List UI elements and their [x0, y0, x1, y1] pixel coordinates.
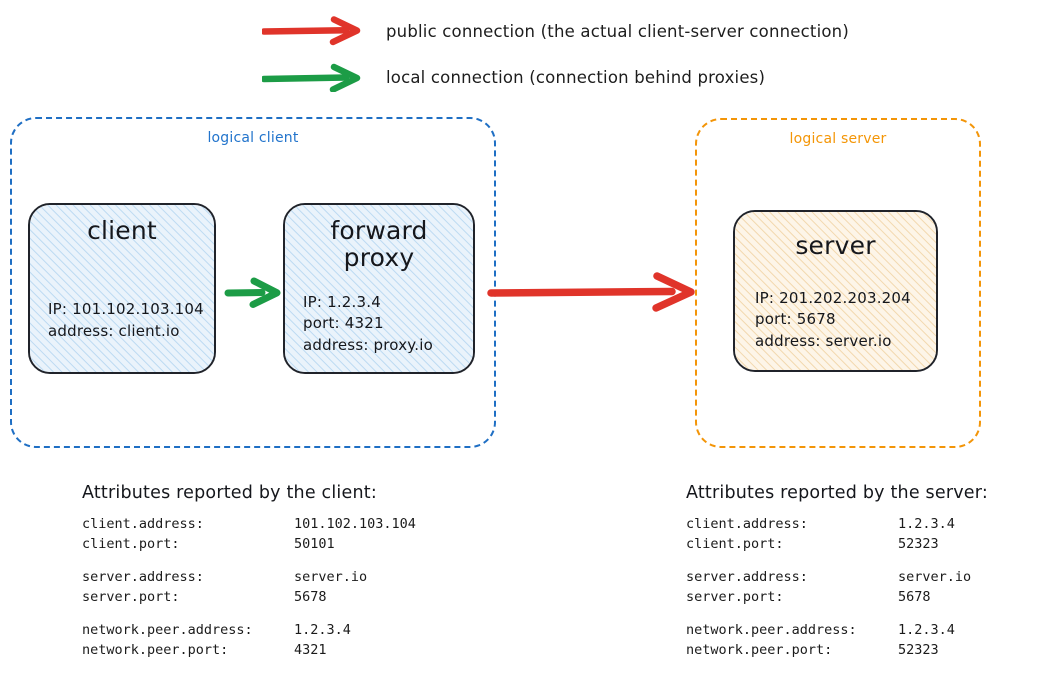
attribute-key: server.port:	[82, 588, 180, 605]
node-server-title: server	[795, 231, 876, 260]
node-client: client IP: 101.102.103.104 address: clie…	[28, 203, 216, 374]
attribute-key: client.address:	[82, 516, 204, 532]
node-server-line-ip: IP: 201.202.203.204	[755, 289, 911, 308]
logical-server-container: logical server	[695, 118, 981, 448]
attribute-key: server.address:	[686, 569, 808, 586]
node-forward-proxy-title-line: proxy	[343, 243, 415, 272]
attribute-value: server.io	[294, 569, 368, 586]
attribute-value: 5678	[898, 588, 931, 605]
node-client-line-address: address: client.io	[48, 321, 180, 340]
red-arrow-icon	[262, 16, 361, 46]
legend-label-local: local connection (connection behind prox…	[386, 67, 766, 87]
attributes-client-heading: Attributes reported by the client:	[82, 483, 377, 503]
attribute-row: server.port: 5678	[82, 588, 416, 608]
node-server: server IP: 201.202.203.204 port: 5678 ad…	[733, 210, 938, 372]
attributes-server-groups: client.address: 1.2.3.4 client.port: 52323 s…	[686, 515, 988, 660]
attribute-key: network.peer.address:	[686, 622, 857, 639]
node-client-title: client	[87, 216, 157, 245]
attribute-key: client.port:	[686, 535, 784, 552]
node-forward-proxy-lines: IP: 1.2.3.4 port: 4321 address: proxy.io	[285, 292, 473, 372]
hatch-pattern-blue	[30, 205, 214, 372]
node-forward-proxy-title-line: forward	[330, 216, 428, 245]
attribute-value: 4321	[294, 641, 327, 658]
legend-label-public: public connection (the actual client-ser…	[386, 21, 849, 41]
attribute-row: client.address: 1.2.3.4	[686, 515, 988, 535]
node-server-line-address: address: server.io	[755, 331, 892, 350]
logical-client-container: logical client	[10, 117, 496, 448]
attribute-key: client.address:	[686, 516, 808, 532]
attribute-row: client.port: 50101	[82, 535, 416, 555]
node-proxy-line-address: address: proxy.io	[303, 335, 433, 354]
hatch-pattern-blue	[285, 205, 473, 372]
attribute-value: 52323	[898, 535, 939, 552]
node-proxy-line-ip: IP: 1.2.3.4	[303, 293, 381, 312]
node-proxy-line-port: port: 4321	[303, 314, 384, 333]
attribute-key: client.port:	[82, 535, 180, 552]
attribute-row: network.peer.address: 1.2.3.4	[82, 621, 416, 641]
attribute-key: network.peer.port:	[82, 641, 229, 658]
attributes-reported-by-server: Attributes reported by the server: clien…	[686, 483, 988, 660]
node-server-lines: IP: 201.202.203.204 port: 5678 address: …	[735, 288, 936, 370]
attribute-row: network.peer.port: 52323	[686, 641, 988, 661]
attribute-row: network.peer.address: 1.2.3.4	[686, 621, 988, 641]
arrow-local-client-to-proxy	[224, 277, 281, 308]
attribute-value: 101.102.103.104	[294, 516, 416, 532]
attribute-group: client.address: 101.102.103.104 client.por…	[82, 515, 416, 554]
attribute-row: network.peer.port: 4321	[82, 641, 416, 661]
node-client-line-ip: IP: 101.102.103.104	[48, 300, 204, 319]
attributes-client-groups: client.address: 101.102.103.104 client.por…	[82, 515, 416, 660]
attribute-value: 1.2.3.4	[294, 622, 351, 639]
attribute-value: 52323	[898, 641, 939, 658]
attribute-value: server.io	[898, 569, 972, 586]
attribute-group: server.address: server.io server.port: 5678	[686, 568, 988, 607]
attribute-group: server.address: server.io server.port: 5678	[82, 568, 416, 607]
attribute-key: server.port:	[686, 588, 784, 605]
attribute-value: 5678	[294, 588, 327, 605]
attribute-group: client.address: 1.2.3.4 client.port: 52323	[686, 515, 988, 554]
green-arrow-icon	[262, 63, 361, 92]
attribute-key: server.address:	[82, 569, 204, 586]
attribute-value: 50101	[294, 535, 335, 552]
attribute-row: server.address: server.io	[82, 568, 416, 588]
hatch-pattern-orange	[735, 212, 936, 370]
logical-client-label: logical client	[207, 130, 299, 146]
node-client-lines: IP: 101.102.103.104 address: client.io	[30, 299, 214, 372]
arrow-public-proxy-to-server	[487, 272, 695, 312]
attribute-row: server.address: server.io	[686, 568, 988, 588]
attribute-row: server.port: 5678	[686, 588, 988, 608]
attribute-value: 1.2.3.4	[898, 622, 955, 639]
attribute-row: client.port: 52323	[686, 535, 988, 555]
legend: public connection (the actual client-ser…	[262, 8, 962, 100]
logical-server-label: logical server	[789, 131, 887, 147]
attribute-key: network.peer.address:	[82, 622, 253, 639]
legend-item-public: public connection (the actual client-ser…	[262, 8, 962, 54]
attribute-value: 1.2.3.4	[898, 516, 955, 532]
legend-item-local: local connection (connection behind prox…	[262, 54, 962, 100]
attribute-row: client.address: 101.102.103.104	[82, 515, 416, 535]
attributes-server-heading: Attributes reported by the server:	[686, 483, 988, 503]
node-server-line-port: port: 5678	[755, 310, 836, 329]
attributes-reported-by-client: Attributes reported by the client: clien…	[82, 483, 416, 660]
attribute-key: network.peer.port:	[686, 641, 833, 658]
